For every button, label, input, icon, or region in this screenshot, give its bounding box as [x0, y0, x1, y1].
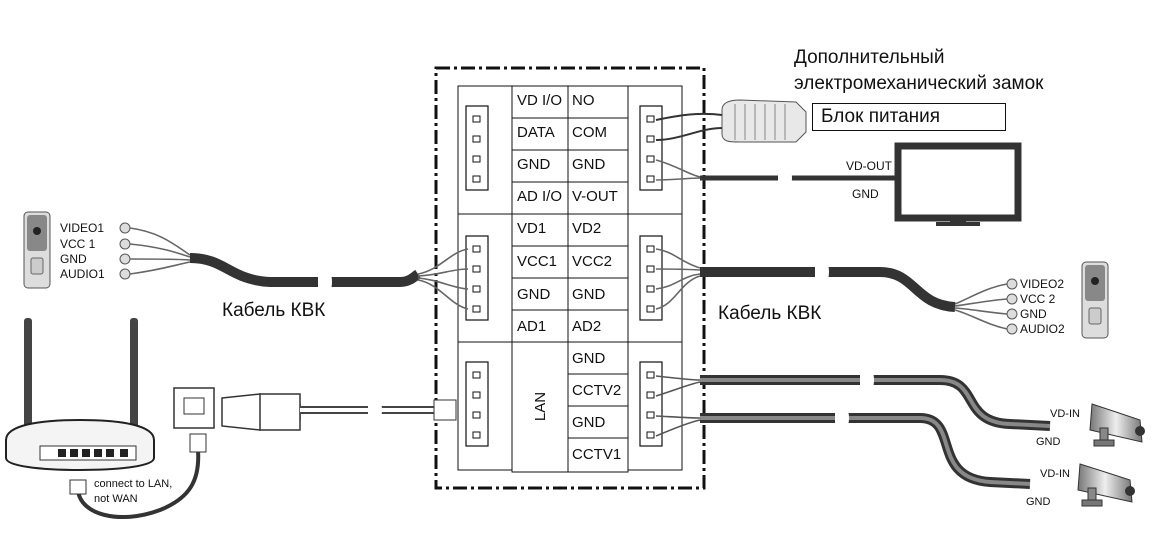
extra-lock-label-line2: электромеханический замок — [794, 73, 1044, 94]
left-kvk-cable — [189, 253, 421, 287]
router — [5, 318, 155, 472]
terminal-cell: GND — [517, 156, 551, 173]
terminal-cell: VD I/O — [517, 92, 563, 109]
terminal-cell: GND — [572, 286, 606, 303]
left-pin-label: VCC 1 — [60, 237, 96, 251]
right-kvk-cable — [700, 267, 956, 312]
terminal-cell: GND — [572, 156, 606, 173]
right-pin-label: VCC 2 — [1020, 292, 1056, 306]
terminal-cell: VCC1 — [517, 253, 558, 270]
lan-cable — [221, 393, 457, 431]
connector-plugs — [465, 105, 663, 447]
terminal-cell: DATA — [517, 124, 555, 141]
left-pin-label: VIDEO1 — [60, 221, 105, 235]
camera-2 — [1089, 403, 1145, 447]
extra-lock-label-line1: Дополнительный — [794, 47, 945, 68]
monitor-vd-out-label: VD-OUT — [846, 159, 892, 173]
camera-1 — [1077, 463, 1135, 507]
right-pin-label: VIDEO2 — [1020, 277, 1065, 291]
left-pin-label: AUDIO1 — [60, 267, 105, 281]
camera-vd-in-label: VD-IN — [1050, 408, 1080, 420]
terminal-cell: V-OUT — [572, 188, 618, 205]
monitor-wires — [655, 159, 701, 181]
terminal-cell: COM — [572, 124, 607, 141]
lock-wires — [655, 112, 723, 141]
power-supply-label: Блок питания — [812, 103, 1006, 131]
monitor-gnd-label: GND — [852, 187, 879, 201]
router-note-line2: not WAN — [94, 493, 138, 505]
rj45-plug-small — [69, 433, 207, 495]
camera-gnd-label: GND — [1026, 496, 1051, 508]
left-cable-fanout — [417, 248, 469, 310]
terminal-cell: NO — [572, 92, 595, 109]
left-call-panel — [23, 211, 51, 289]
cctv-cable-1 — [700, 413, 1031, 489]
right-panel-terminals — [1006, 278, 1018, 335]
terminal-cell: AD2 — [572, 318, 602, 335]
camera-vd-in-label: VD-IN — [1040, 468, 1070, 480]
left-panel-terminals — [119, 222, 131, 280]
right-pin-label: GND — [1020, 307, 1047, 321]
terminal-cell: GND — [572, 414, 606, 431]
right-call-panel — [1081, 261, 1109, 339]
left-panel-wires — [129, 227, 191, 275]
lan-label: LAN — [532, 391, 550, 422]
cable-right-label: Кабель КВК — [718, 303, 822, 324]
terminal-cell: CCTV1 — [572, 446, 622, 463]
terminal-cell: VD2 — [572, 220, 602, 237]
right-cable-fanout — [655, 248, 701, 310]
connector-pins — [472, 115, 655, 439]
cable-break-mark — [318, 269, 332, 295]
terminal-cell: GND — [517, 286, 551, 303]
lock-device — [721, 99, 807, 143]
cable-left-label: Кабель КВК — [222, 300, 326, 321]
terminal-cell: VCC2 — [572, 253, 613, 270]
right-panel-wires — [954, 283, 1008, 330]
router-note-line1: connect to LAN, — [94, 478, 173, 490]
monitor-back-panel — [434, 66, 706, 490]
terminal-cell: AD1 — [517, 318, 547, 335]
cable-break-mark — [815, 259, 829, 285]
right-pin-label: AUDIO2 — [1020, 322, 1065, 336]
camera-gnd-label: GND — [1036, 436, 1061, 448]
tv-monitor — [894, 142, 1022, 226]
cable-break-mark — [835, 367, 874, 431]
rj45-socket — [173, 387, 215, 429]
cctv-fanout — [655, 375, 701, 437]
terminal-cell: VD1 — [517, 220, 547, 237]
terminal-cell: AD I/O — [517, 188, 563, 205]
left-pin-label: GND — [60, 252, 87, 266]
terminal-cell: GND — [572, 350, 606, 367]
router-lan-cable — [76, 449, 201, 519]
cctv-cable-2 — [700, 375, 1051, 431]
terminal-cell: CCTV2 — [572, 382, 622, 399]
cable-break-mark — [778, 167, 792, 189]
